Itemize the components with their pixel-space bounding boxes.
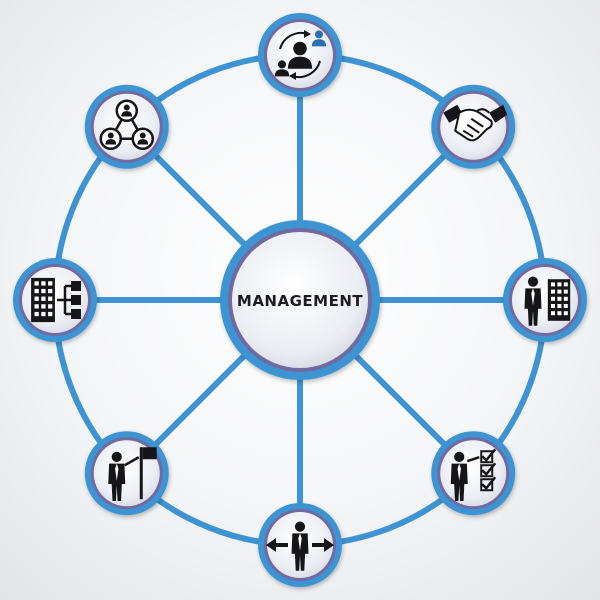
node-businessman-building [503, 258, 587, 342]
node-network [84, 84, 169, 169]
center-node [220, 220, 380, 380]
building-hierarchy-icon [31, 277, 81, 323]
checklist-presenter-icon [450, 448, 497, 502]
handshake-icon [443, 104, 508, 142]
center-label: MANAGEMENT [237, 292, 363, 310]
people-rotation-icon [274, 30, 327, 80]
direction-arrows-person-icon [266, 521, 334, 571]
person-flag-icon [108, 447, 157, 502]
satellite-nodes [13, 13, 587, 587]
node-checklist [431, 431, 516, 516]
node-flag [84, 431, 169, 516]
node-org-chart [13, 258, 97, 342]
people-network-icon [99, 99, 155, 151]
